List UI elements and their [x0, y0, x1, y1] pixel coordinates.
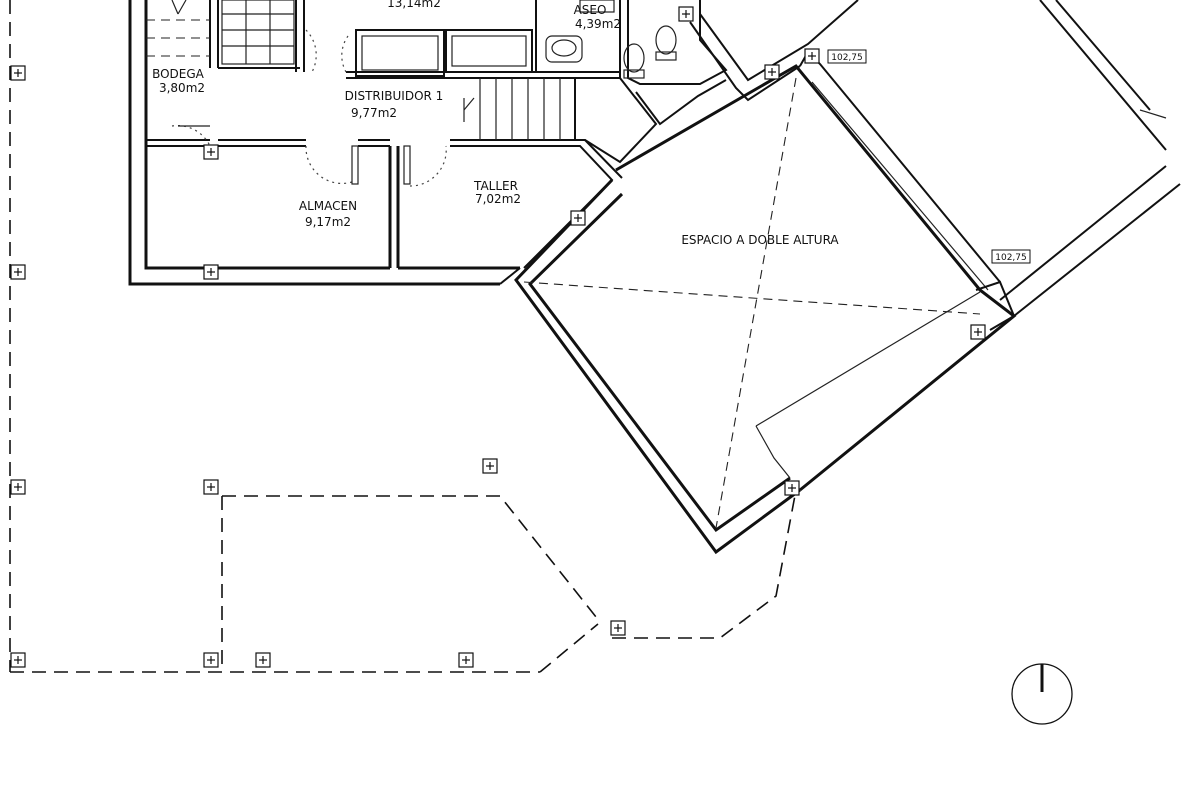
column-marker [203, 652, 219, 668]
room-area-top: 13,14m2 [387, 0, 441, 10]
room-area-aseo: 4,39m2 [575, 17, 621, 31]
room-name-almacen: ALMACEN [299, 199, 357, 213]
column-markers [10, 6, 986, 668]
column-marker [10, 652, 26, 668]
column-marker [10, 479, 26, 495]
double-height-space [514, 50, 1017, 555]
room-area-almacen: 9,17m2 [305, 215, 351, 229]
column-marker [10, 264, 26, 280]
column-marker [255, 652, 271, 668]
room-name-bodega: BODEGA [152, 67, 205, 81]
aseo-walls [535, 0, 728, 164]
room-name-distribuidor: DISTRIBUIDOR 1 [345, 89, 444, 103]
column-marker [458, 652, 474, 668]
column-marker [10, 65, 26, 81]
room-name-taller: TALLER [473, 179, 518, 193]
upper-right-walls [689, 0, 1181, 317]
bodega-stair [146, 0, 210, 57]
building-walls [128, 0, 623, 286]
column-marker [784, 480, 800, 496]
room-area-bodega: 3,80m2 [159, 81, 205, 95]
plot-boundary [9, 0, 797, 673]
column-marker [482, 458, 498, 474]
column-marker [804, 48, 820, 64]
column-marker [610, 620, 626, 636]
column-marker [764, 64, 780, 80]
column-marker [203, 144, 219, 160]
taller-stair [458, 77, 576, 140]
column-marker [678, 6, 694, 22]
level-tag-2: 102,75 [991, 249, 1031, 264]
level-tag-1: 102,75 [827, 49, 867, 64]
door-swings [171, 29, 447, 187]
main-stair [221, 0, 295, 65]
column-marker [203, 264, 219, 280]
level-text-2: 102,75 [995, 253, 1027, 263]
room-area-taller: 7,02m2 [475, 192, 521, 206]
column-marker [570, 210, 586, 226]
north-arrow [1011, 663, 1073, 725]
room-area-distribuidor: 9,77m2 [351, 106, 397, 120]
double-height-label: ESPACIO A DOBLE ALTURA [681, 233, 839, 247]
level-text-1: 102,75 [831, 53, 863, 63]
room-name-aseo: ASEO [574, 3, 607, 17]
column-marker [203, 479, 219, 495]
column-marker [970, 324, 986, 340]
